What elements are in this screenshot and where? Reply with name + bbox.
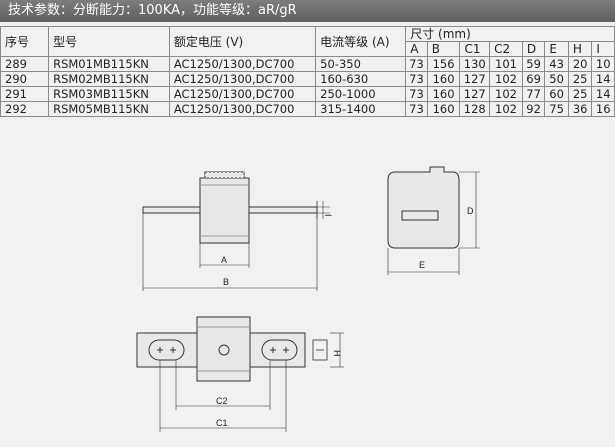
header-model: 型号 [48, 26, 170, 57]
dim-label-i: I [323, 214, 333, 217]
right-terminal-plate [249, 332, 306, 368]
center-indicator [218, 344, 230, 356]
cell-seq: 292 [0, 101, 50, 117]
left-terminal-plate [136, 332, 198, 368]
header-dim-c2: C2 [489, 41, 523, 57]
dim-label-c2: C2 [216, 396, 228, 406]
cell-dim-b: 156 [426, 56, 461, 72]
left-mounting-slot [148, 339, 185, 361]
dim-label-a: A [221, 255, 227, 265]
top-view [136, 316, 344, 432]
dim-label-b: B [223, 277, 229, 287]
fuse-body-side [387, 166, 460, 249]
cell-dim-c2: 102 [489, 101, 523, 117]
cell-dim-h: 25 [567, 71, 593, 87]
cell-dim-b: 160 [426, 71, 461, 87]
header-voltage: 额定电压 (V) [168, 26, 317, 57]
side-view [387, 166, 480, 275]
right-mounting-slot [261, 339, 298, 361]
side-label-slot [401, 210, 439, 221]
right-terminal-blade [248, 206, 318, 214]
left-terminal-blade [142, 206, 201, 214]
cell-dim-d: 59 [521, 56, 546, 72]
cell-dim-i: 14 [591, 71, 615, 87]
header-dim-c1: C1 [459, 41, 491, 57]
dim-label-h: H [332, 350, 342, 357]
header-seq: 序号 [0, 26, 50, 57]
cell-dim-e: 43 [544, 56, 569, 72]
cell-seq: 291 [0, 86, 50, 102]
cell-dim-a: 73 [405, 101, 428, 117]
cell-dim-i: 16 [591, 101, 615, 117]
cell-dim-c1: 130 [459, 56, 491, 72]
cell-model: RSM01MB115KN [48, 56, 170, 72]
spec-title: 技术参数：分断能力：100KA，功能等级：aR/gR [0, 0, 615, 22]
header-current: 电流等级 (A) [315, 26, 407, 57]
cell-current: 160-630 [315, 71, 407, 87]
fuse-body-front [199, 177, 250, 244]
dim-label-e: E [419, 260, 425, 270]
cell-dim-a: 73 [405, 71, 428, 87]
cell-voltage: AC1250/1300,DC700 [168, 71, 317, 87]
dim-label-d: D [467, 206, 474, 216]
front-view [142, 171, 330, 291]
cell-voltage: AC1250/1300,DC700 [168, 101, 317, 117]
fuse-body-top [196, 316, 251, 382]
dim-label-c1: C1 [216, 418, 228, 428]
cell-dim-h: 36 [567, 101, 593, 117]
cell-dim-c1: 127 [459, 71, 491, 87]
cell-dim-i: 10 [591, 56, 615, 72]
cell-model: RSM05MB115KN [48, 101, 170, 117]
cell-seq: 289 [0, 56, 50, 72]
cell-dim-e: 75 [544, 101, 569, 117]
cell-dim-b: 160 [426, 86, 461, 102]
cell-dim-b: 160 [426, 101, 461, 117]
